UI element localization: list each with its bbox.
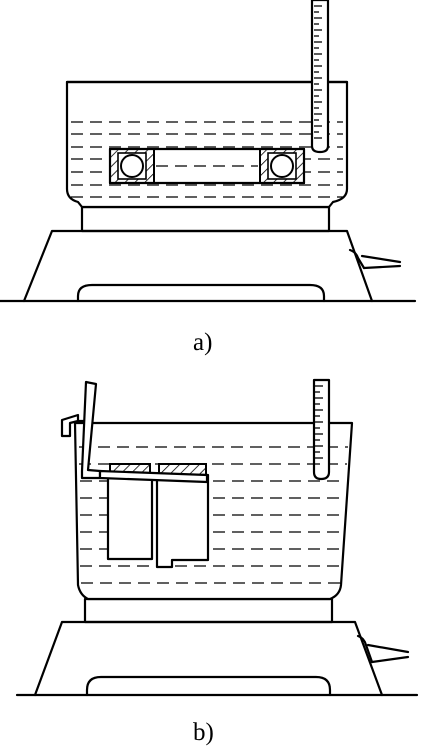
label-b: b) xyxy=(193,719,214,746)
power-cord-a xyxy=(348,248,402,270)
oil-vessel-a xyxy=(65,80,349,209)
panel-b xyxy=(15,378,419,697)
power-cord-b xyxy=(356,634,410,664)
panel-a xyxy=(0,0,417,303)
label-a: a) xyxy=(193,329,212,356)
thermometer-b xyxy=(312,378,331,481)
heater-stand-a xyxy=(22,229,374,303)
vessel-neck-b xyxy=(83,597,334,624)
hanging-hook-b xyxy=(60,380,209,484)
thermometer-a xyxy=(310,0,330,154)
bearing-ring-a xyxy=(108,147,306,185)
stand-opening-b xyxy=(85,675,332,697)
heated-part-b xyxy=(106,463,210,569)
stand-opening-a xyxy=(76,283,326,303)
vessel-neck-a xyxy=(80,205,331,233)
